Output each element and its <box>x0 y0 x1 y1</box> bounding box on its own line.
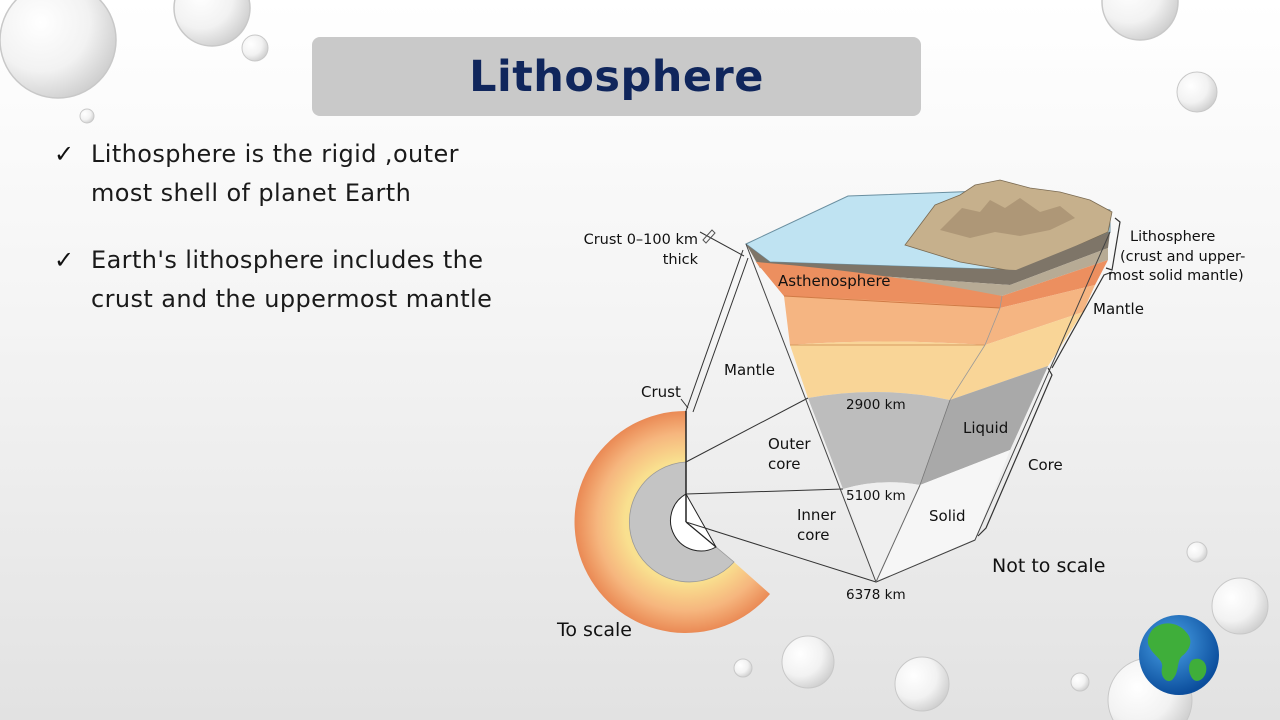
pencil-icon <box>702 229 716 244</box>
label-to-scale: To scale <box>556 619 632 641</box>
bullet-item: ✓ Lithosphere is the rigid ,outer most s… <box>52 135 512 212</box>
label-depth-5100: 5100 km <box>846 488 906 504</box>
label-solid: Solid <box>929 507 966 525</box>
globe-icon <box>1139 615 1219 695</box>
label-mantle-right: Mantle <box>1093 300 1144 318</box>
label-outer-core: Outer <box>768 435 811 453</box>
label-depth-2900: 2900 km <box>846 397 906 413</box>
label-mantle-left: Mantle <box>724 361 775 379</box>
to-scale-cross-section <box>574 410 770 633</box>
label-inner-core: Inner <box>797 506 837 524</box>
label-asthenosphere: Asthenosphere <box>778 272 891 290</box>
not-to-scale-wedge <box>745 179 1113 583</box>
label-lithosphere: Lithosphere <box>1130 229 1215 245</box>
label-outer-core-2: core <box>768 455 801 473</box>
label-crust-thickness: Crust 0–100 km <box>584 232 698 248</box>
label-lithosphere-2: (crust and upper- <box>1120 249 1245 265</box>
label-core: Core <box>1028 456 1063 474</box>
label-lithosphere-3: most solid mantle) <box>1108 268 1244 284</box>
label-liquid: Liquid <box>963 419 1008 437</box>
label-crust: Crust <box>641 383 681 401</box>
slide-title: Lithosphere <box>469 51 764 102</box>
checkmark-icon: ✓ <box>54 246 75 274</box>
label-depth-6378: 6378 km <box>846 587 906 603</box>
bullet-text: Earth's lithosphere includes the crust a… <box>91 246 493 313</box>
checkmark-icon: ✓ <box>54 140 75 168</box>
title-banner: Lithosphere <box>312 37 921 116</box>
label-crust-thickness-2: thick <box>663 252 699 268</box>
bullet-list: ✓ Lithosphere is the rigid ,outer most s… <box>52 135 512 318</box>
bracket-lines <box>977 217 1121 537</box>
bullet-item: ✓ Earth's lithosphere includes the crust… <box>52 241 512 318</box>
label-inner-core-2: core <box>797 526 830 544</box>
label-not-to-scale: Not to scale <box>992 555 1105 577</box>
bullet-text: Lithosphere is the rigid ,outer most she… <box>91 140 459 207</box>
